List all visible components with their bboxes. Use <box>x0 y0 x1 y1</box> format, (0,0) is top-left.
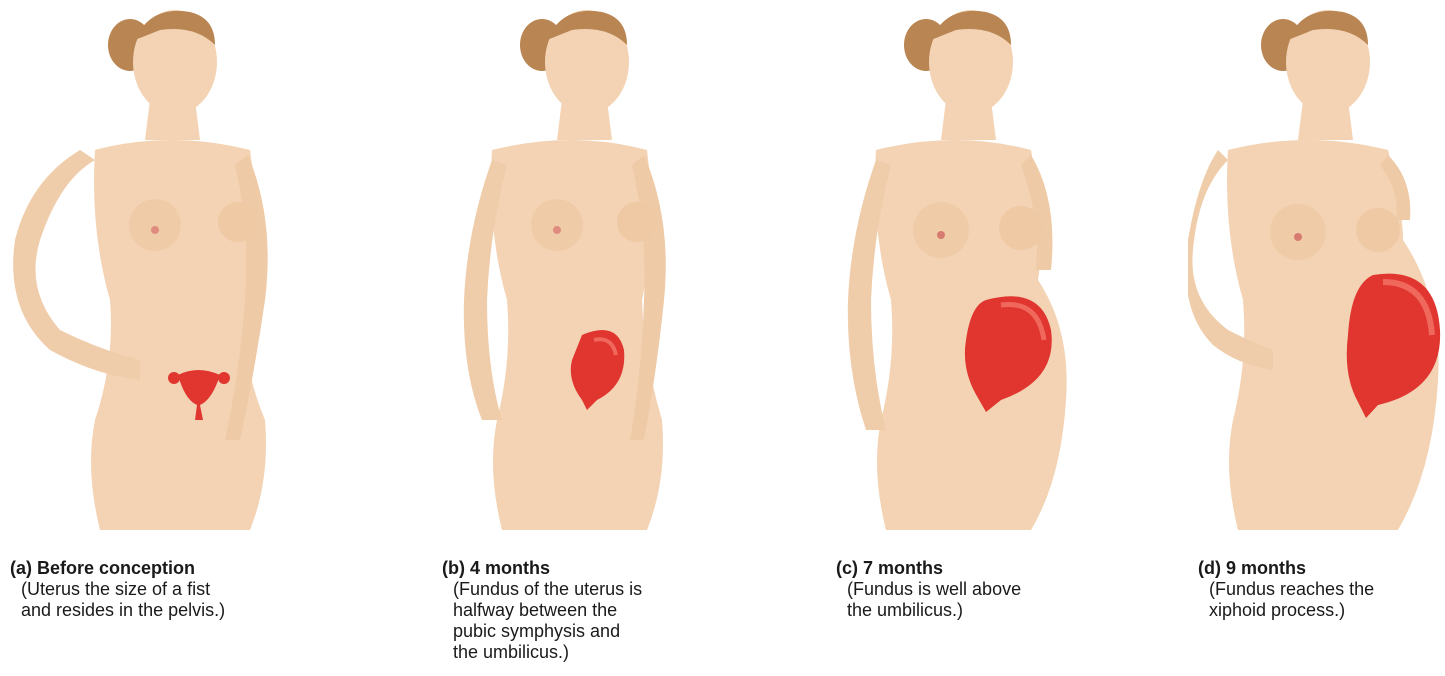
caption-line: and resides in the pelvis.) <box>10 600 330 621</box>
caption-title: (c) 7 months <box>836 558 1156 579</box>
caption-line: pubic symphysis and <box>442 621 762 642</box>
panel-d: (d) 9 months (Fundus reaches the xiphoid… <box>1188 0 1445 676</box>
figure-before-conception <box>0 0 340 540</box>
caption-a: (a) Before conception (Uterus the size o… <box>10 558 330 621</box>
caption-line: the umbilicus.) <box>442 642 762 663</box>
caption-line: (Fundus of the uterus is <box>442 579 762 600</box>
caption-b: (b) 4 months (Fundus of the uterus is ha… <box>442 558 762 663</box>
caption-line: (Fundus is well above <box>836 579 1156 600</box>
caption-line: (Uterus the size of a fist <box>10 579 330 600</box>
caption-line: (Fundus reaches the <box>1198 579 1445 600</box>
caption-title: (b) 4 months <box>442 558 762 579</box>
caption-line: xiphoid process.) <box>1198 600 1445 621</box>
caption-title: (a) Before conception <box>10 558 330 579</box>
caption-line: halfway between the <box>442 600 762 621</box>
body-silhouette <box>848 10 1067 530</box>
figure-7-months <box>826 0 1166 540</box>
panel-c: (c) 7 months (Fundus is well above the u… <box>826 0 1166 676</box>
body-silhouette <box>1188 10 1439 530</box>
body-silhouette <box>464 10 666 530</box>
caption-d: (d) 9 months (Fundus reaches the xiphoid… <box>1198 558 1445 621</box>
figure-9-months <box>1188 0 1445 540</box>
body-silhouette <box>13 10 268 530</box>
panel-b: (b) 4 months (Fundus of the uterus is ha… <box>432 0 772 676</box>
caption-title: (d) 9 months <box>1198 558 1445 579</box>
figure-4-months <box>432 0 772 540</box>
caption-line: the umbilicus.) <box>836 600 1156 621</box>
panel-a: (a) Before conception (Uterus the size o… <box>0 0 340 676</box>
caption-c: (c) 7 months (Fundus is well above the u… <box>836 558 1156 621</box>
